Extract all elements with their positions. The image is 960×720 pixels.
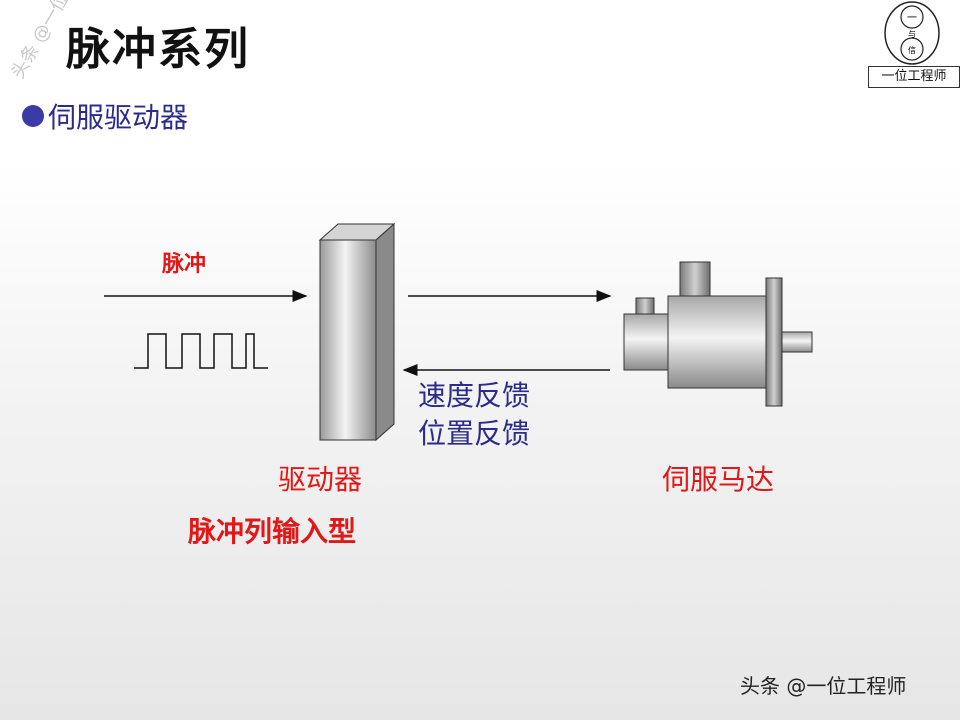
subtitle-row: 伺服驱动器 — [22, 96, 188, 136]
bullet-dot-icon — [22, 105, 44, 127]
subtitle: 伺服驱动器 — [48, 101, 189, 134]
driver-type-label: 脉冲列输入型 — [188, 515, 357, 548]
servo-motor-icon — [623, 261, 813, 407]
logo-glyph-1: 一 — [907, 13, 917, 24]
logo-glyph-3: 信 — [908, 45, 916, 55]
credit-watermark: 头条 @一位工程师 — [740, 674, 907, 698]
driver-box — [318, 222, 396, 442]
page-title: 脉冲系列 — [66, 24, 250, 75]
driver-label: 驱动器 — [278, 463, 363, 496]
speed-feedback-label: 速度反馈 — [418, 379, 531, 412]
logo-glyph-2: 与 — [908, 30, 916, 39]
logo-caption: 一位工程师 — [868, 66, 960, 88]
pulse-label: 脉冲 — [162, 252, 207, 277]
position-feedback-label: 位置反馈 — [418, 417, 531, 450]
servo-motor-label: 伺服马达 — [662, 463, 775, 496]
pulse-waveform — [134, 333, 268, 369]
